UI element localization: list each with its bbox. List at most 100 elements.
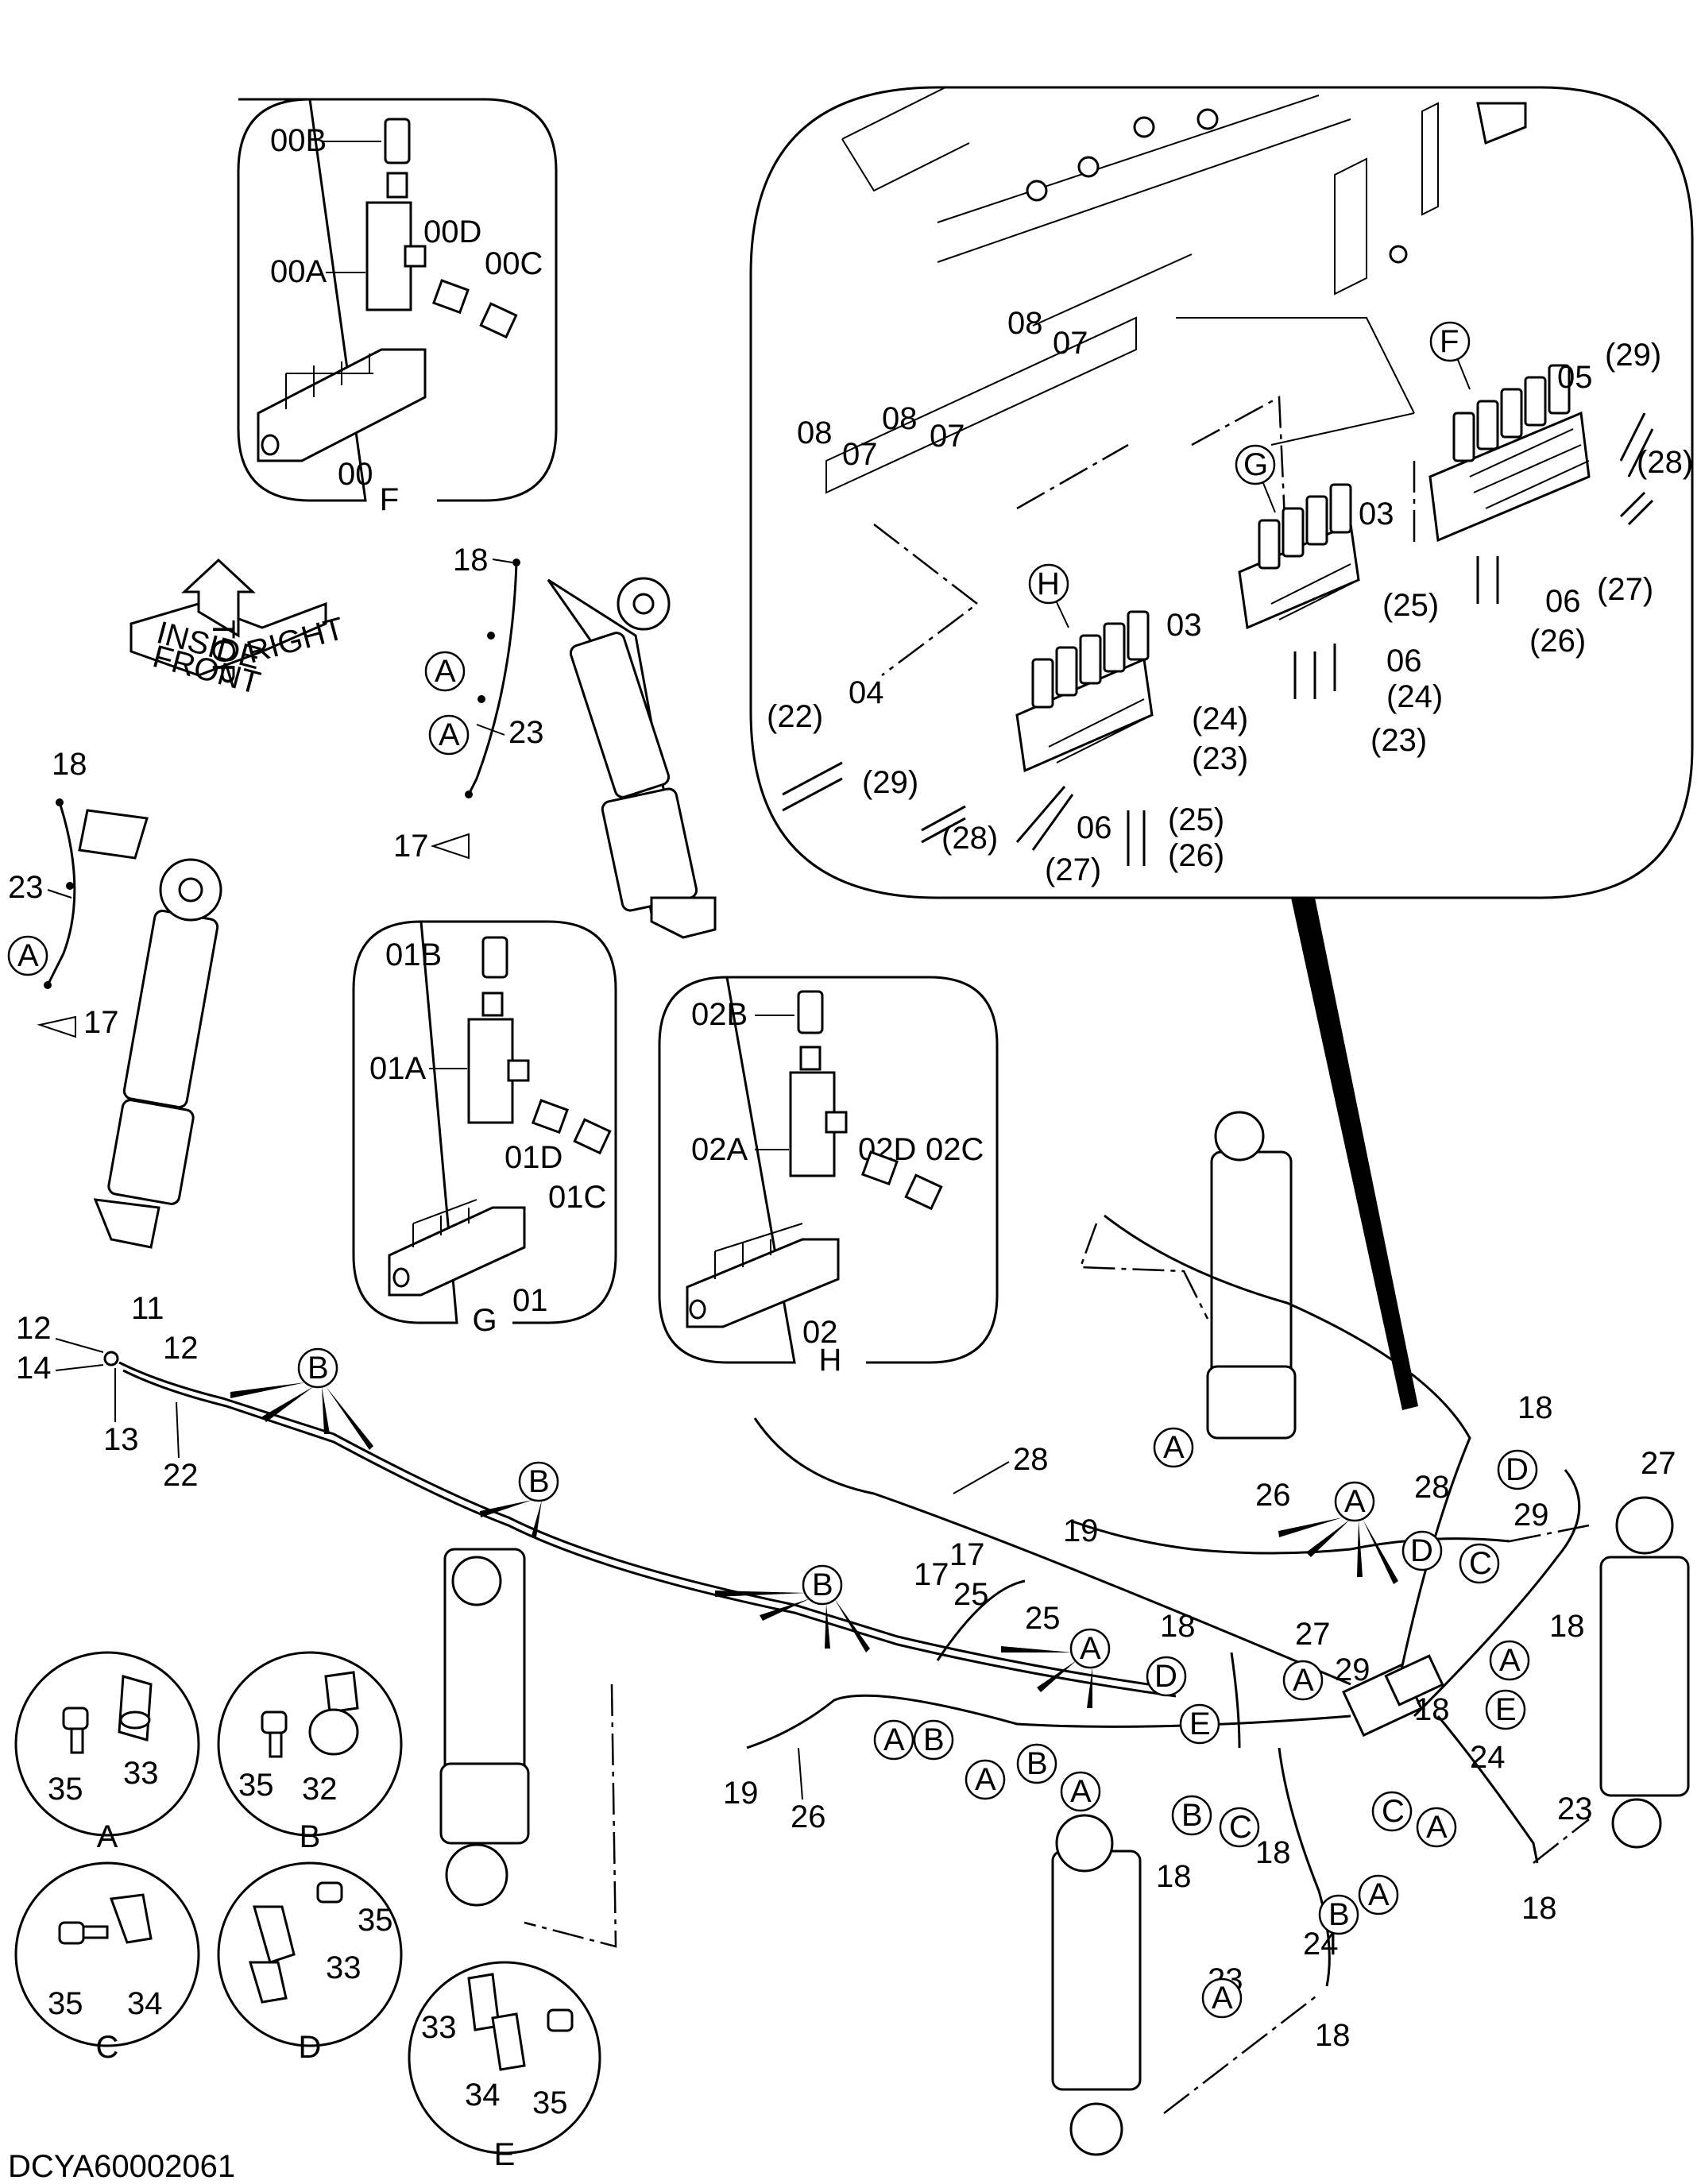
- balloon-b-label: B: [1181, 1798, 1203, 1833]
- view-g-title: G: [472, 1303, 497, 1338]
- label-12: 12: [16, 1311, 52, 1346]
- label-05: 05: [1557, 360, 1593, 395]
- label-11: 11: [131, 1291, 164, 1326]
- balloon-b-label: B: [923, 1722, 945, 1757]
- balloon-e-label: E: [1495, 1692, 1517, 1727]
- detail-c-part-34: 34: [127, 1986, 163, 2021]
- block-marker-g-label: G: [1243, 447, 1268, 482]
- label-18: 18: [1156, 1859, 1192, 1894]
- balloon-a: [1201, 1977, 1243, 2019]
- balloon-a-label: A: [1070, 1774, 1092, 1809]
- label-08: 08: [797, 416, 833, 450]
- detail-d: 35 33 D: [217, 1861, 403, 2065]
- balloon-b: [1016, 1743, 1057, 1784]
- balloon-a-label: A: [1293, 1663, 1314, 1698]
- balloon-d: [1497, 1449, 1538, 1490]
- label-08: 08: [882, 401, 918, 436]
- label-22: 22: [163, 1458, 199, 1493]
- label-00a: 00A: [270, 254, 327, 289]
- balloon-b: [518, 1461, 559, 1502]
- balloon-a-label: A: [435, 654, 456, 689]
- balloon-b-label: B: [1328, 1897, 1350, 1932]
- label-29: (29): [1605, 338, 1661, 373]
- detail-b-part-35: 35: [238, 1768, 274, 1803]
- label-27: (27): [1045, 852, 1101, 887]
- drawing-code: DCYA60002061: [8, 2149, 235, 2184]
- balloon-a-label: A: [17, 938, 39, 973]
- label-18: 18: [1414, 1692, 1450, 1727]
- label-23: 23: [8, 870, 44, 905]
- detail-e-part-34: 34: [465, 2078, 501, 2112]
- balloon-e: [1179, 1703, 1220, 1745]
- label-27: (27): [1597, 572, 1653, 607]
- top-left-cylinder: 18 A A 23 17: [393, 543, 717, 939]
- label-18: 18: [1255, 1835, 1291, 1870]
- balloon-e: [1485, 1689, 1526, 1730]
- label-29: 29: [1514, 1498, 1549, 1533]
- view-h-title: H: [819, 1343, 842, 1378]
- balloon-a: [1282, 1660, 1324, 1701]
- label-25: 25: [953, 1577, 989, 1612]
- label-18: 18: [1549, 1609, 1585, 1644]
- view-leader: [1291, 898, 1418, 1410]
- label-14: 14: [16, 1351, 52, 1386]
- balloon-a-label: A: [1368, 1877, 1390, 1912]
- label-08: 08: [1007, 306, 1043, 341]
- block-marker-g: [1235, 444, 1276, 485]
- enlarged-view: F G H 08 07 08: [749, 86, 1694, 899]
- dir-top: TOP: [206, 620, 241, 685]
- balloon-a-label: A: [883, 1722, 905, 1757]
- balloon-c-label: C: [1229, 1810, 1252, 1845]
- label-17: 17: [393, 829, 429, 864]
- label-18: 18: [453, 543, 489, 578]
- detail-b-part-32: 32: [302, 1772, 338, 1807]
- label-23: 23: [508, 715, 544, 750]
- label-24: (24): [1192, 702, 1248, 736]
- balloon-a: [1416, 1807, 1457, 1848]
- label-02a: 02A: [691, 1132, 748, 1167]
- label-28: 28: [1414, 1470, 1450, 1505]
- balloon-a: [1060, 1771, 1101, 1812]
- detail-d-part-33: 33: [326, 1950, 361, 1985]
- balloon-b: [1171, 1795, 1212, 1836]
- detail-a-title: A: [97, 1819, 118, 1854]
- view-h: H 02B 02A 02D 02C 02: [658, 976, 999, 1378]
- detail-a: 35 33 A: [14, 1651, 200, 1854]
- label-07: 07: [1053, 326, 1088, 361]
- label-17: 17: [914, 1557, 949, 1592]
- detail-b: 35 32 B: [217, 1651, 403, 1854]
- detail-b-title: B: [300, 1819, 321, 1854]
- label-28: 28: [1013, 1442, 1049, 1477]
- detail-a-part-33: 33: [123, 1756, 159, 1791]
- label-01b: 01B: [385, 937, 442, 972]
- balloon-c: [1219, 1807, 1260, 1848]
- balloon-b-label: B: [1026, 1746, 1048, 1781]
- label-26: 26: [791, 1799, 826, 1834]
- balloon-b: [802, 1564, 843, 1606]
- detail-e-part-35: 35: [532, 2085, 568, 2120]
- label-24: (24): [1386, 679, 1443, 714]
- label-02: 02: [802, 1315, 838, 1350]
- detail-c-title: C: [96, 2030, 119, 2065]
- label-18: 18: [1521, 1891, 1557, 1926]
- left-cylinder: 18 23 A 17: [7, 747, 222, 1249]
- balloon-b: [913, 1719, 954, 1761]
- balloon-a: [873, 1719, 914, 1761]
- balloon-c-label: C: [1469, 1546, 1492, 1581]
- balloon-d-label: D: [1506, 1452, 1529, 1487]
- label-07: 07: [930, 419, 965, 454]
- label-01a: 01A: [369, 1051, 426, 1086]
- label-25: 25: [1025, 1601, 1061, 1636]
- label-19: 19: [1063, 1513, 1099, 1548]
- lower-assembly: 12 11 14 12 13 22 28 19 26 17 17 25 25 1…: [16, 1111, 1690, 2156]
- label-18: 18: [1517, 1390, 1553, 1425]
- label-26: (26): [1168, 838, 1224, 873]
- label-01c: 01C: [548, 1180, 606, 1215]
- detail-e-title: E: [494, 2137, 516, 2172]
- balloon-e-label: E: [1189, 1707, 1211, 1741]
- label-00d: 00D: [423, 215, 481, 249]
- view-f: F 00B 00A 00D 00C 00: [237, 98, 558, 517]
- detail-e: 33 34 35 E: [408, 1961, 601, 2172]
- label-04: 04: [849, 675, 884, 710]
